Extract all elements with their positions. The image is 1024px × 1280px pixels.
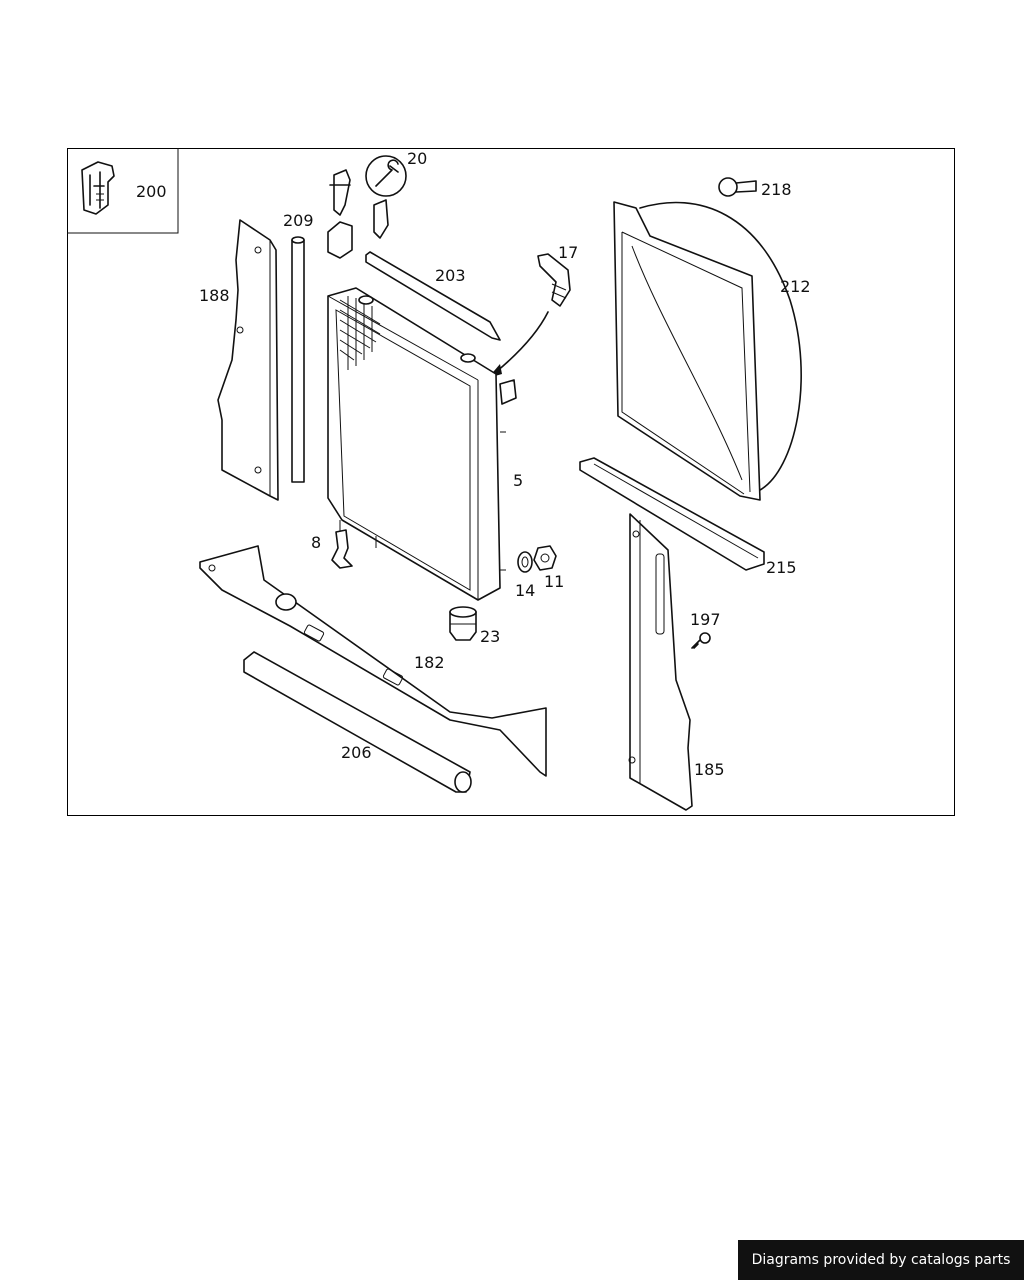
part-215-rail [579, 457, 765, 571]
label-209: 209 [283, 211, 314, 230]
label-218: 218 [761, 180, 792, 199]
part-11-nut [533, 545, 557, 571]
label-203: 203 [435, 266, 466, 285]
part-17-fitting [488, 253, 571, 378]
label-8: 8 [311, 533, 321, 552]
part-5-radiator [327, 287, 517, 601]
part-206-bottom-seal [243, 651, 472, 793]
label-200: 200 [136, 182, 167, 201]
clip-part-200-drawing [81, 161, 115, 215]
part-185-side-panel [628, 513, 693, 811]
part-197-screw [691, 632, 711, 649]
part-8-drain-plug [331, 529, 353, 569]
label-182: 182 [414, 653, 445, 672]
label-206: 206 [341, 743, 372, 762]
label-188: 188 [199, 286, 230, 305]
label-5: 5 [513, 471, 523, 490]
label-14: 14 [515, 581, 535, 600]
inset-box-200: 200 [67, 148, 179, 234]
part-23-rubber-mount [449, 606, 477, 641]
label-20: 20 [407, 149, 427, 168]
part-14-washer [517, 551, 533, 573]
part-188-side-panel [217, 219, 279, 501]
part-182-cross-member [199, 545, 547, 777]
part-20-clips [327, 155, 407, 259]
footer-credit-badge: Diagrams provided by catalogs parts [738, 1240, 1024, 1280]
label-17: 17 [558, 243, 578, 262]
part-212-fan-shroud [613, 201, 802, 501]
part-203-seal-strip [365, 251, 501, 341]
part-218-clip [718, 177, 757, 197]
label-11: 11 [544, 572, 564, 591]
label-197: 197 [690, 610, 721, 629]
parts-diagram-frame [67, 148, 955, 816]
part-209-rod [291, 236, 305, 483]
footer-credit-text: Diagrams provided by catalogs parts [751, 1252, 1011, 1268]
label-212: 212 [780, 277, 811, 296]
label-23: 23 [480, 627, 500, 646]
label-215: 215 [766, 558, 797, 577]
label-185: 185 [694, 760, 725, 779]
